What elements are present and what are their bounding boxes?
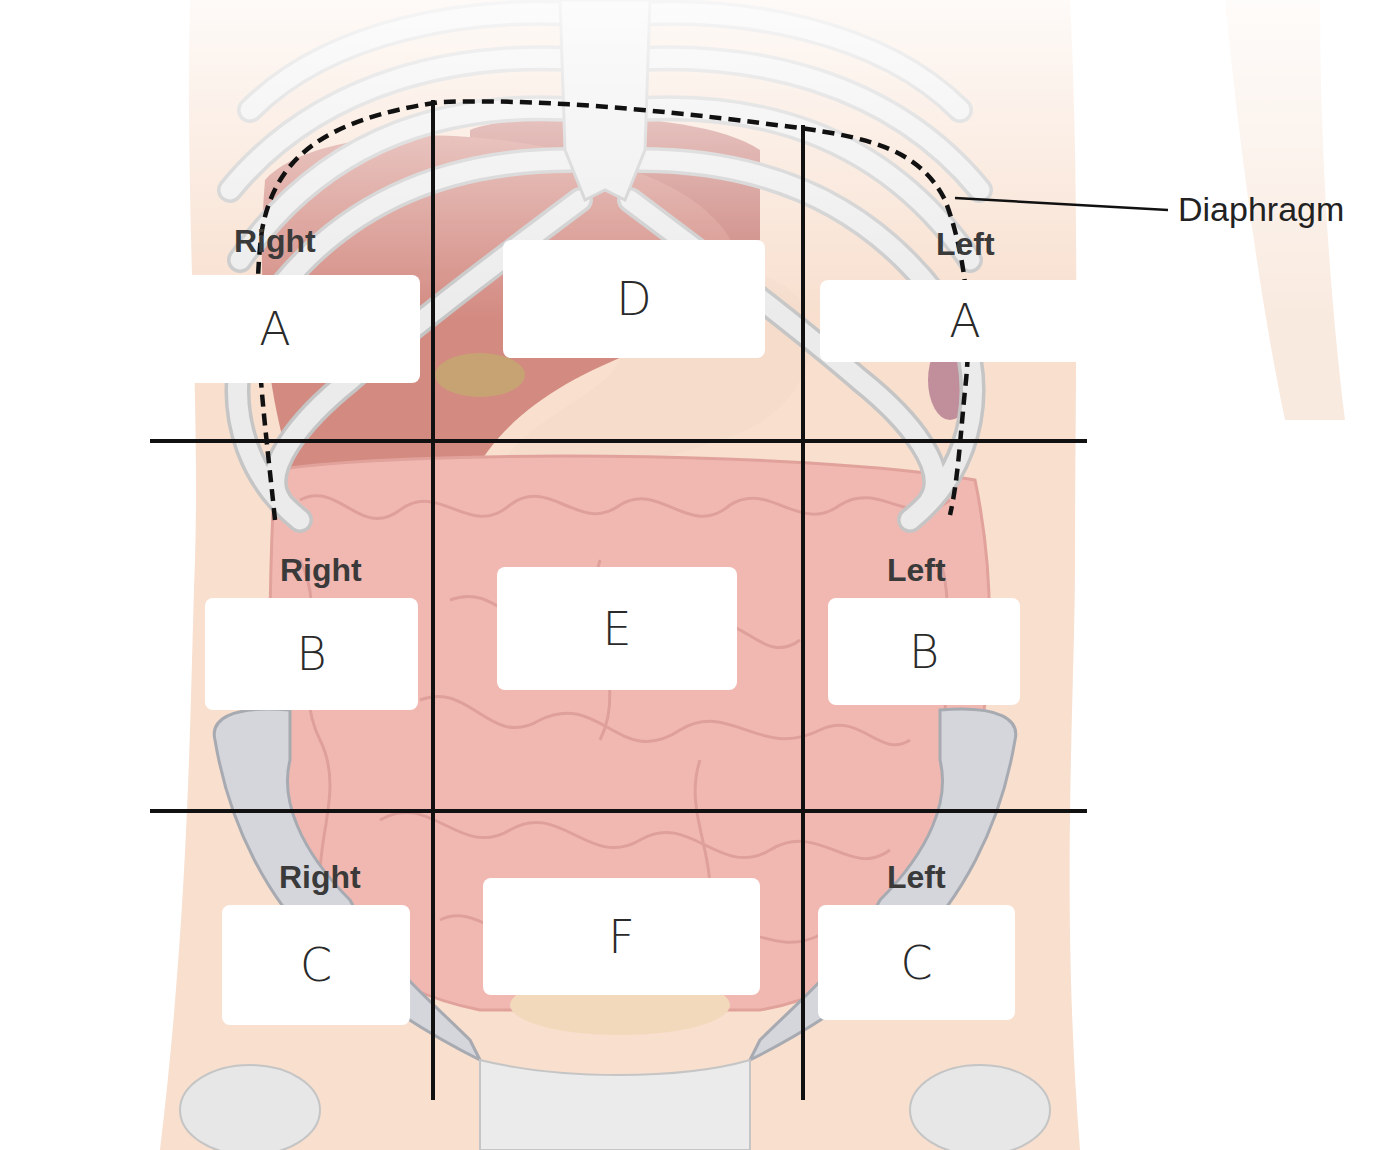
side-label: Left [887, 554, 946, 586]
region-box: LeftB [828, 598, 1020, 705]
part-label: Diaphragm [1178, 192, 1344, 226]
region-letter: A [949, 298, 980, 344]
region-letter: D [616, 276, 651, 322]
region-box: RightA [130, 275, 420, 383]
region-letter: C [300, 942, 332, 988]
region-box: LeftA [820, 280, 1110, 362]
leader-line [955, 198, 1168, 210]
region-letter: F [608, 914, 634, 960]
side-label: Left [887, 861, 946, 893]
region-letter: C [900, 940, 932, 986]
side-label: Right [234, 225, 316, 257]
region-box: F [483, 878, 760, 995]
region-box: RightB [205, 598, 418, 710]
side-label: Right [279, 861, 361, 893]
region-letter: B [909, 629, 939, 675]
region-box: RightC [222, 905, 410, 1025]
region-letter: E [602, 606, 631, 652]
side-label: Right [280, 554, 362, 586]
region-letter: A [259, 306, 290, 352]
region-letter: B [296, 631, 326, 677]
region-box: D [503, 240, 765, 358]
side-label: Left [936, 228, 995, 260]
region-grid [150, 100, 1087, 1100]
region-box: LeftC [818, 905, 1015, 1020]
region-box: E [497, 567, 737, 690]
